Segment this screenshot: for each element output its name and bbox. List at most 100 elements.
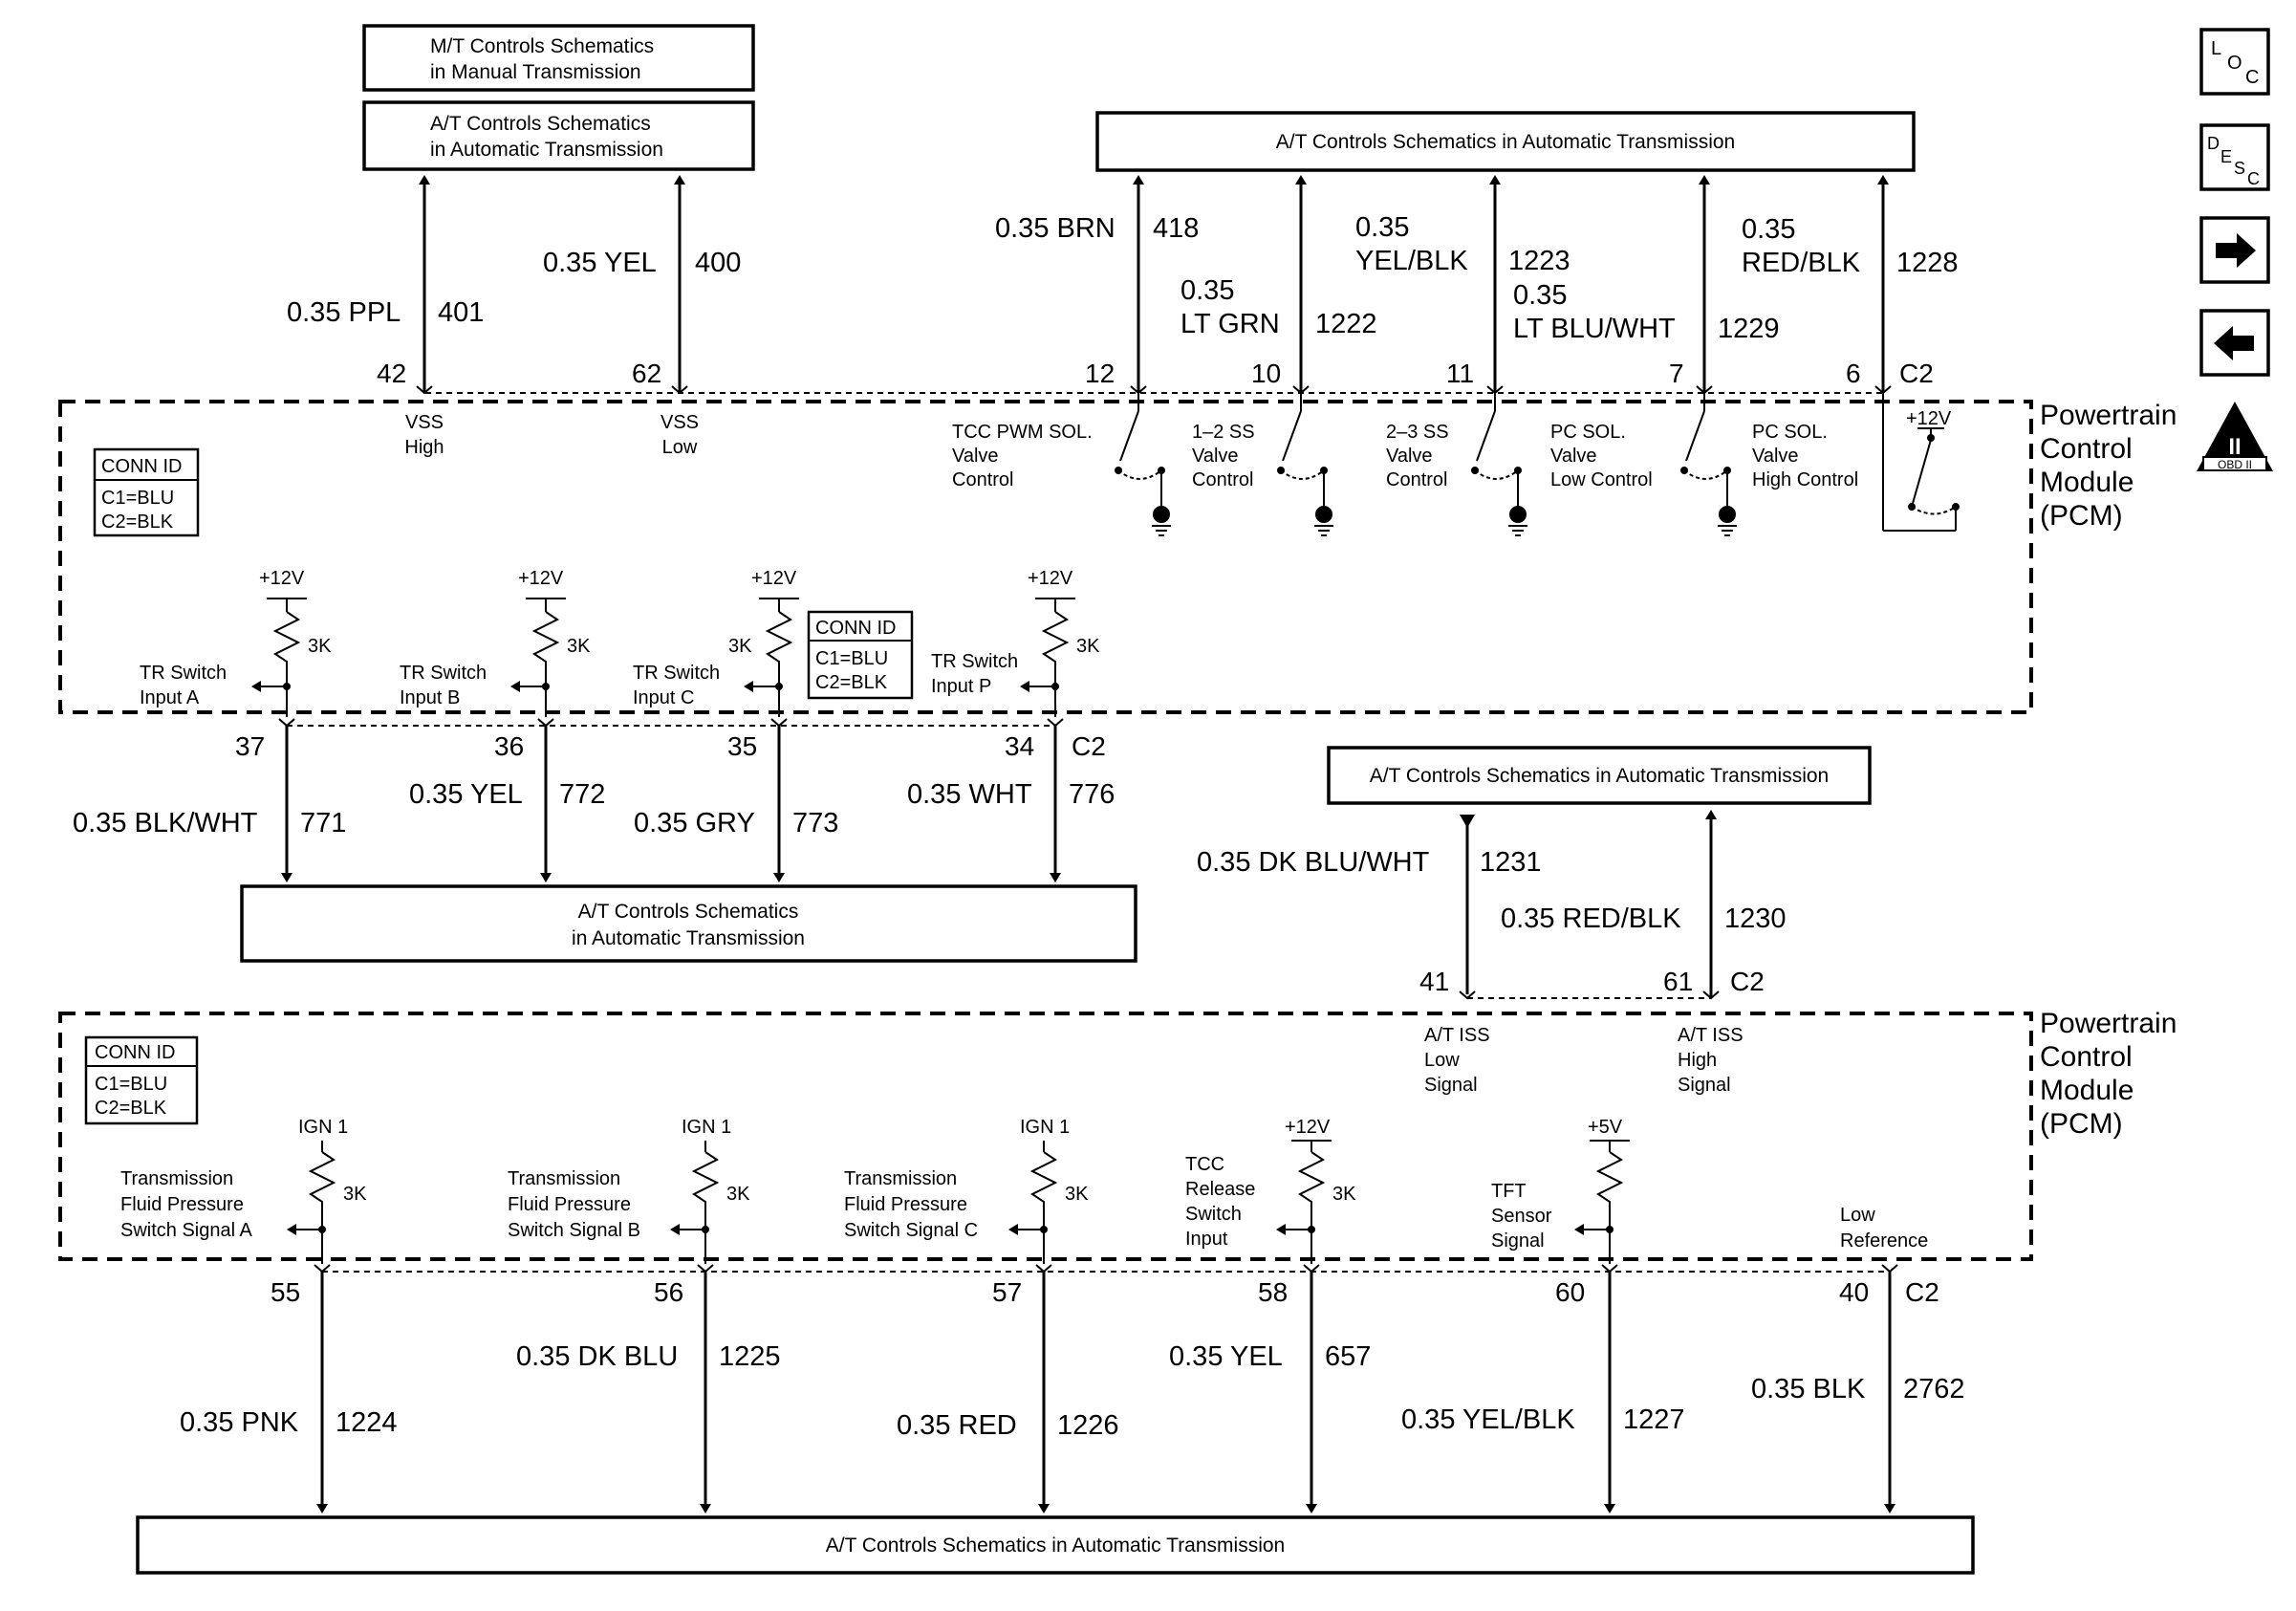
- tcc-release-switch-input[interactable]: +12V 3K TCC Release Switch Input: [1185, 1117, 1356, 1264]
- wire-size: 0.35 WHT: [907, 779, 1032, 810]
- mt-schematics-box[interactable]: M/T Controls Schematics in Manual Transm…: [362, 24, 755, 92]
- obd-numeral: II: [2228, 434, 2241, 460]
- resistor-3k: 3K: [1076, 636, 1100, 657]
- wire-size: 0.35 DK BLU: [516, 1341, 678, 1372]
- wire-776[interactable]: 34 C2 0.35 WHT 776: [907, 718, 1115, 882]
- wire-2-3-ss[interactable]: 11 0.35 YEL/BLK 1223 2–3 SS Valve Contro…: [1355, 175, 1570, 536]
- label: Valve: [1192, 446, 1239, 467]
- wire-2762[interactable]: 40 C2 0.35 BLK 2762: [1751, 1264, 1965, 1513]
- label: PC SOL.: [1550, 422, 1626, 443]
- at-schematics-box-bottom[interactable]: A/T Controls Schematics in Automatic Tra…: [136, 1515, 1975, 1575]
- wire-iss-low[interactable]: 41 0.35 DK BLU/WHT 1231 A/T ISS Low Sign…: [1197, 815, 1542, 1096]
- wire-772[interactable]: 36 0.35 YEL 772: [409, 718, 605, 882]
- svg-text:Module: Module: [2040, 467, 2134, 498]
- loc-l: L: [2211, 38, 2221, 59]
- at-box-line1: A/T Controls Schematics: [430, 113, 651, 135]
- svg-text:C1=BLU: C1=BLU: [95, 1074, 167, 1095]
- label: Fluid Pressure: [120, 1194, 244, 1215]
- supply-12v: +12V: [259, 568, 305, 589]
- circuit-number: 657: [1325, 1341, 1371, 1372]
- at-box-top-right-label: A/T Controls Schematics in Automatic Tra…: [1276, 131, 1735, 153]
- label: High: [404, 437, 444, 458]
- tr-switch-input-b[interactable]: +12V 3K TR Switch Input B: [400, 568, 591, 717]
- at-schematics-box-middle-right[interactable]: A/T Controls Schematics in Automatic Tra…: [1327, 746, 1872, 805]
- at-schematics-box-top-right[interactable]: A/T Controls Schematics in Automatic Tra…: [1095, 111, 1916, 172]
- label: TCC PWM SOL.: [952, 422, 1093, 443]
- at-schematics-box-middle-left[interactable]: A/T Controls Schematics in Automatic Tra…: [240, 884, 1137, 963]
- desc-e: E: [2220, 147, 2232, 166]
- svg-text:Powertrain: Powertrain: [2040, 1008, 2177, 1039]
- wire-pc-sol-high[interactable]: 6 C2 0.35 RED/BLK 1228 PC SOL. Valve Hig…: [1742, 175, 1960, 532]
- wire-773[interactable]: 35 0.35 GRY 773: [634, 718, 838, 882]
- tr-switch-input-a[interactable]: +12V 3K TR Switch Input A: [140, 568, 332, 717]
- wire-vss-low[interactable]: 62 0.35 YEL 400 VSS Low: [543, 175, 741, 458]
- label: 2–3 SS: [1386, 422, 1449, 443]
- fluid-pressure-switch-a[interactable]: IGN 1 3K Transmission Fluid Pressure Swi…: [120, 1117, 367, 1264]
- wire-color: LT GRN: [1180, 309, 1280, 339]
- back-arrow-icon[interactable]: [2199, 309, 2270, 377]
- supply-ign1: IGN 1: [298, 1117, 348, 1138]
- obd-ii-icon[interactable]: II OBD II: [2197, 402, 2273, 471]
- svg-text:Control: Control: [2040, 433, 2133, 465]
- wire-1-2-ss[interactable]: 10 0.35 LT GRN 1222 1–2 SS Valve Control: [1180, 175, 1377, 536]
- loc-icon[interactable]: L O C: [2199, 28, 2270, 96]
- wire-tcc-pwm[interactable]: 12 0.35 BRN 418 TCC PWM SOL. Valve Contr…: [952, 175, 1199, 536]
- wire-size: 0.35 RED/BLK: [1501, 903, 1681, 934]
- wire-vss-high[interactable]: 42 0.35 PPL 401 VSS High: [287, 175, 484, 458]
- circuit-number: 1228: [1896, 248, 1959, 278]
- label: TR Switch: [633, 663, 720, 684]
- wire-pc-sol-low[interactable]: 7 0.35 LT BLU/WHT 1229 PC SOL. Valve Low…: [1513, 175, 1780, 536]
- at-bottom-box-label: A/T Controls Schematics in Automatic Tra…: [826, 1535, 1285, 1557]
- label: Signal: [1424, 1075, 1478, 1096]
- label: Valve: [1752, 446, 1799, 467]
- pcm-upper-boundary: [58, 400, 2033, 714]
- forward-arrow-icon[interactable]: [2199, 216, 2270, 284]
- wire-size: 0.35: [1513, 280, 1567, 311]
- label: Low: [1840, 1205, 1875, 1226]
- at-schematics-box-top-left[interactable]: A/T Controls Schematics in Automatic Tra…: [362, 100, 755, 171]
- wire-771[interactable]: 37 0.35 BLK/WHT 771: [73, 718, 346, 882]
- wire-size: 0.35 BLK/WHT: [73, 808, 258, 838]
- label: Low Control: [1550, 469, 1653, 490]
- fluid-pressure-switch-c[interactable]: IGN 1 3K Transmission Fluid Pressure Swi…: [844, 1117, 1089, 1264]
- label: Control: [1386, 469, 1447, 490]
- resistor-3k: 3K: [728, 636, 752, 657]
- label: Low: [662, 437, 698, 458]
- wire-1224[interactable]: 55 0.35 PNK 1224: [180, 1264, 398, 1513]
- wire-size: 0.35 RED: [897, 1410, 1017, 1441]
- circuit-number: 400: [695, 248, 741, 278]
- supply-12v: +12V: [751, 568, 797, 589]
- resistor-3k: 3K: [308, 636, 332, 657]
- wire-1227[interactable]: 60 0.35 YEL/BLK 1227: [1401, 1264, 1685, 1513]
- label: Input P: [931, 676, 991, 697]
- desc-icon[interactable]: D E S C: [2199, 123, 2270, 191]
- wire-iss-high[interactable]: 61 C2 0.35 RED/BLK 1230 A/T ISS High Sig…: [1501, 810, 1787, 1096]
- label: VSS: [405, 412, 444, 433]
- wire-1226[interactable]: 57 0.35 RED 1226: [897, 1264, 1119, 1513]
- label: Transmission: [120, 1168, 233, 1189]
- circuit-number: 1224: [336, 1407, 398, 1438]
- label: Input C: [633, 687, 694, 708]
- tr-switch-input-c[interactable]: +12V 3K TR Switch Input C: [633, 568, 799, 717]
- label: Switch Signal C: [844, 1220, 978, 1241]
- resistor-3k: 3K: [343, 1184, 367, 1205]
- label: Release: [1185, 1179, 1255, 1200]
- supply-12v: +12V: [1285, 1117, 1331, 1138]
- svg-text:C2=BLK: C2=BLK: [95, 1098, 167, 1119]
- pin-60: 60: [1555, 1277, 1585, 1307]
- tr-switch-input-p[interactable]: +12V 3K TR Switch Input P: [931, 568, 1100, 717]
- label: Transmission: [844, 1168, 957, 1189]
- circuit-number: 2762: [1903, 1374, 1965, 1404]
- tft-sensor-signal[interactable]: +5V TFT Sensor Signal: [1491, 1117, 1630, 1264]
- wire-1225[interactable]: 56 0.35 DK BLU 1225: [516, 1264, 781, 1513]
- pin-6: 6: [1846, 359, 1861, 388]
- fluid-pressure-switch-b[interactable]: IGN 1 3K Transmission Fluid Pressure Swi…: [508, 1117, 750, 1264]
- circuit-number: 1230: [1724, 903, 1787, 934]
- conn-id-box-upper-middle: CONN ID C1=BLU C2=BLK: [807, 610, 914, 700]
- label: Reference: [1840, 1230, 1928, 1252]
- wire-657[interactable]: 58 0.35 YEL 657: [1169, 1264, 1371, 1513]
- low-reference[interactable]: Low Reference: [1840, 1205, 1928, 1264]
- circuit-number: 1231: [1480, 847, 1542, 878]
- circuit-number: 1223: [1508, 246, 1570, 276]
